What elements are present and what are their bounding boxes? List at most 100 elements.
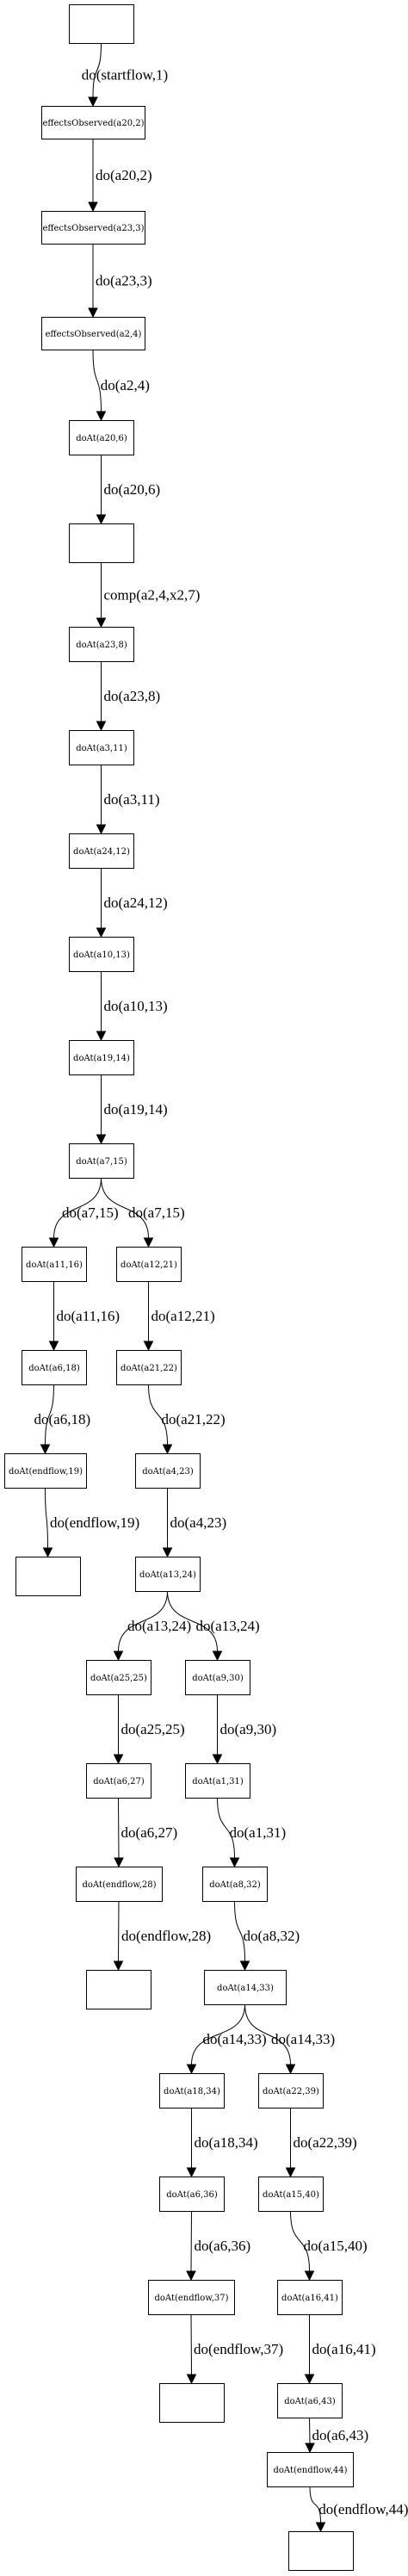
arrowhead xyxy=(186,2374,197,2385)
graph-node: effectsObserved(a2,4) xyxy=(41,317,145,350)
nodes-layer: effectsObserved(a20,2) effectsObserved(a2… xyxy=(4,4,354,2571)
node-label: doAt(a6,36) xyxy=(166,2190,218,2200)
arrowhead xyxy=(96,617,107,629)
edge-line xyxy=(118,1590,168,1652)
node-box xyxy=(288,2531,354,2571)
graph-node-empty xyxy=(69,523,134,563)
node-box xyxy=(69,4,134,44)
graph-edge: do(a6,27) xyxy=(114,1797,178,1868)
node-label: doAt(a15,40) xyxy=(263,2190,319,2200)
arrowhead xyxy=(48,1341,59,1352)
edge-label: do(a23,8) xyxy=(104,688,161,704)
edge-line xyxy=(53,1177,102,1239)
edge-line xyxy=(190,2210,192,2272)
edge-label: do(a19,14) xyxy=(104,1101,168,1118)
arrowhead xyxy=(113,1960,124,1972)
edge-label: do(endflow,19) xyxy=(50,1514,139,1531)
edge-label: do(a9,30) xyxy=(220,1721,277,1737)
graph-node: doAt(a22,39) xyxy=(258,2073,324,2108)
graph-node: doAt(endflow,28) xyxy=(76,1867,163,1902)
edge-line xyxy=(309,2486,321,2523)
graph-edge: do(endflow,28) xyxy=(113,1900,211,1972)
node-box xyxy=(4,1453,87,1489)
arrowhead xyxy=(96,1031,107,1042)
edge-label: do(a13,24) xyxy=(127,1618,191,1634)
graph-edge: do(endflow,19) xyxy=(42,1487,139,1558)
graph-node: doAt(a11,16) xyxy=(22,1247,87,1282)
graph-edge: do(endflow,37) xyxy=(186,2313,283,2385)
graph-edge: do(a23,3) xyxy=(88,244,152,319)
graph-node: effectsObserved(a23,3) xyxy=(41,211,145,245)
edge-label: do(endflow,44) xyxy=(318,2501,408,2517)
graph-edge: do(a22,39) xyxy=(285,2108,357,2178)
edge-label: do(a6,36) xyxy=(195,2238,251,2254)
edge-label: do(a15,40) xyxy=(304,2238,368,2254)
graph-node: doAt(a14,33) xyxy=(204,1970,287,2005)
edge-label: do(a6,43) xyxy=(312,2427,369,2443)
graph-edge: do(a15,40) xyxy=(290,2210,368,2282)
node-box xyxy=(148,2280,235,2315)
node-label: doAt(a6,27) xyxy=(93,1777,145,1786)
node-box xyxy=(69,523,134,563)
node-box xyxy=(69,627,134,662)
edge-label: do(a25,25) xyxy=(121,1721,185,1737)
arrowhead xyxy=(113,1754,124,1765)
edge-label: do(a6,18) xyxy=(34,1411,91,1427)
node-label: doAt(a7,15) xyxy=(76,1157,127,1167)
arrowhead xyxy=(186,2167,197,2178)
graph-edge: do(a4,23) xyxy=(162,1488,227,1558)
edge-label: do(a4,23) xyxy=(170,1514,227,1531)
graph-edge: do(a12,21) xyxy=(143,1281,215,1352)
node-box xyxy=(135,1557,201,1592)
node-box xyxy=(76,1867,163,1902)
graph-edge: do(a20,6) xyxy=(96,455,160,525)
edge-label: comp(a2,4,x2,7) xyxy=(104,587,201,604)
node-box xyxy=(86,1763,151,1799)
graph-node-empty xyxy=(69,4,134,44)
node-box xyxy=(41,106,145,139)
graph-node: doAt(a6,43) xyxy=(277,2383,343,2418)
graph-edge: do(a6,43) xyxy=(305,2417,369,2454)
edge-label: do(a24,12) xyxy=(104,895,168,911)
node-box xyxy=(69,420,134,455)
edge-label: do(a18,34) xyxy=(195,2134,258,2151)
graph-node: doAt(a13,24) xyxy=(135,1557,201,1592)
node-box xyxy=(116,1350,182,1385)
node-label: doAt(endflow,28) xyxy=(82,1880,156,1890)
edge-line xyxy=(190,2313,192,2375)
node-label: doAt(a3,11) xyxy=(76,744,127,753)
arrowhead xyxy=(88,201,98,213)
arrowhead xyxy=(304,2374,315,2385)
edge-label: do(endflow,37) xyxy=(194,2341,283,2357)
edge-label: do(a6,27) xyxy=(121,1824,178,1841)
edge-label: do(a12,21) xyxy=(151,1308,215,1324)
node-box xyxy=(69,1040,134,1075)
node-box xyxy=(159,2177,225,2212)
arrowhead xyxy=(48,1237,59,1248)
edge-label: do(startflow,1) xyxy=(82,67,168,84)
graph-node: doAt(a9,30) xyxy=(185,1660,250,1695)
graph-node: doAt(a15,40) xyxy=(258,2177,324,2212)
graph-edge: do(a24,12) xyxy=(96,868,168,938)
node-label: doAt(a24,12) xyxy=(73,847,130,857)
node-label: doAt(a9,30) xyxy=(192,1674,244,1683)
graph-node: doAt(a7,15) xyxy=(69,1143,134,1179)
edge-label: do(a20,2) xyxy=(96,167,152,183)
node-box xyxy=(69,1143,134,1179)
node-label: doAt(a25,25) xyxy=(90,1674,147,1683)
arrowhead xyxy=(88,96,98,108)
node-box xyxy=(116,1247,182,1282)
graph-node: doAt(a6,18) xyxy=(22,1350,87,1385)
graph-node: doAt(a16,41) xyxy=(277,2280,343,2315)
arrowhead xyxy=(96,1134,107,1145)
node-box xyxy=(86,1970,151,2009)
node-box xyxy=(267,2452,354,2487)
edge-label: do(a14,33) xyxy=(271,2031,335,2047)
arrowhead xyxy=(229,1857,240,1868)
edge-line xyxy=(101,1177,149,1239)
node-box xyxy=(135,1453,201,1489)
edge-line xyxy=(290,2210,310,2272)
edge-line xyxy=(148,1384,168,1446)
node-label: effectsObserved(a20,2) xyxy=(42,119,144,128)
